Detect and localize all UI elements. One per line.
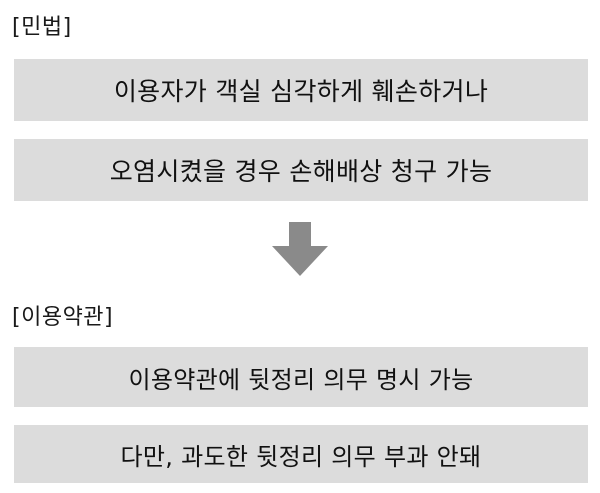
arrow-down-icon — [272, 222, 328, 276]
civil-law-box-2: 오염시켰을 경우 손해배상 청구 가능 — [14, 139, 588, 201]
section-label-terms-of-use: [이용약관] — [12, 305, 114, 330]
civil-law-box-1: 이용자가 객실 심각하게 훼손하거나 — [14, 59, 588, 121]
section-label-civil-law: [민법] — [12, 15, 72, 40]
terms-box-2: 다만, 과도한 뒷정리 의무 부과 안돼 — [14, 425, 588, 483]
terms-box-1: 이용약관에 뒷정리 의무 명시 가능 — [14, 347, 588, 407]
